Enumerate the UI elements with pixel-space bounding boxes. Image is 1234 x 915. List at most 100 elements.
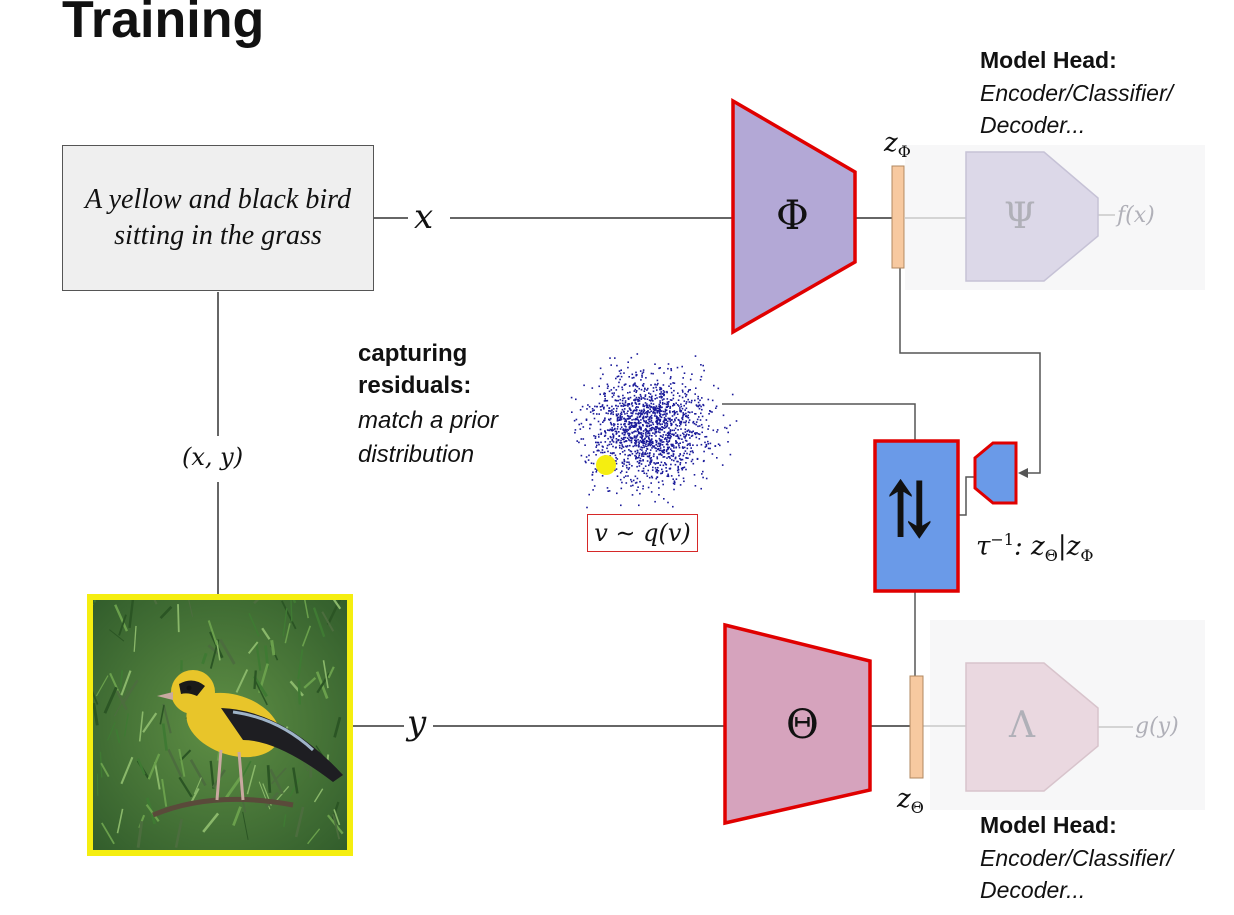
scatter-point xyxy=(647,443,650,445)
scatter-point xyxy=(613,423,615,425)
scatter-point xyxy=(725,427,728,430)
arrowhead-conditioner xyxy=(1018,468,1028,478)
line-sample-flow xyxy=(722,403,916,441)
scatter-point xyxy=(687,417,690,419)
scatter-point xyxy=(658,437,661,440)
grass-blade xyxy=(109,629,125,642)
scatter-point xyxy=(729,424,731,427)
scatter-point xyxy=(609,435,612,438)
scatter-point xyxy=(648,424,651,427)
scatter-point xyxy=(684,409,686,411)
scatter-point xyxy=(604,419,606,421)
scatter-point xyxy=(681,468,684,471)
scatter-point xyxy=(634,482,637,484)
scatter-point xyxy=(635,391,637,393)
scatter-point xyxy=(652,432,654,434)
scatter-point xyxy=(624,420,626,423)
scatter-point xyxy=(617,385,620,388)
scatter-point xyxy=(695,421,698,423)
scatter-point xyxy=(611,429,614,432)
scatter-point xyxy=(688,419,691,421)
scatter-point xyxy=(695,436,698,439)
scatter-point xyxy=(597,449,599,452)
scatter-point xyxy=(666,443,668,445)
scatter-point xyxy=(683,435,685,438)
scatter-point xyxy=(655,386,657,389)
scatter-point xyxy=(639,448,642,451)
scatter-point xyxy=(585,456,588,458)
scatter-point xyxy=(679,422,681,424)
scatter-point xyxy=(701,397,703,399)
scatter-point xyxy=(646,452,649,455)
grass-blade xyxy=(292,600,297,604)
scatter-point xyxy=(686,447,689,450)
scatter-point xyxy=(612,411,614,413)
scatter-point xyxy=(606,383,609,386)
scatter-point xyxy=(623,397,626,399)
scatter-point xyxy=(628,403,631,406)
scatter-point xyxy=(630,450,633,453)
scatter-point xyxy=(666,390,668,393)
scatter-point xyxy=(631,412,634,415)
head-lambda-output: g(y) xyxy=(1135,714,1179,739)
scatter-point xyxy=(642,451,644,454)
scatter-point xyxy=(643,410,646,412)
scatter-point xyxy=(691,450,694,452)
scatter-point xyxy=(638,465,641,467)
scatter-point xyxy=(650,402,652,405)
scatter-point xyxy=(667,501,669,504)
scatter-point xyxy=(658,442,660,445)
scatter-point xyxy=(671,445,674,447)
scatter-point xyxy=(638,432,640,435)
scatter-point xyxy=(638,422,640,425)
scatter-point xyxy=(582,426,585,428)
latent-zphi-label: zΦ xyxy=(884,128,911,161)
scatter-point xyxy=(616,428,619,430)
scatter-point xyxy=(664,425,666,427)
scatter-point xyxy=(634,444,636,447)
scatter-point xyxy=(620,405,622,407)
scatter-point xyxy=(702,476,704,479)
scatter-point xyxy=(676,411,678,413)
scatter-point xyxy=(650,396,653,399)
scatter-point xyxy=(656,423,659,426)
scatter-point xyxy=(579,409,582,411)
scatter-point xyxy=(671,411,674,413)
scatter-point xyxy=(606,404,609,407)
scatter-point xyxy=(619,471,622,474)
scatter-point xyxy=(664,418,666,420)
scatter-point xyxy=(670,419,672,421)
scatter-point xyxy=(613,428,616,430)
scatter-point xyxy=(604,417,606,419)
grass-blade xyxy=(232,806,242,826)
scatter-point xyxy=(623,408,626,410)
scatter-point xyxy=(634,398,636,401)
scatter-point xyxy=(666,446,669,449)
grass-blade xyxy=(93,691,99,705)
scatter-point xyxy=(680,410,682,413)
scatter-point xyxy=(655,419,658,422)
scatter-point xyxy=(694,485,697,487)
scatter-point xyxy=(661,451,664,453)
scatter-point xyxy=(659,452,662,455)
scatter-point xyxy=(650,461,653,463)
scatter-point xyxy=(665,450,668,453)
scatter-point xyxy=(633,424,636,427)
scatter-point xyxy=(673,382,676,384)
scatter-point xyxy=(623,476,625,479)
scatter-point xyxy=(638,441,640,443)
scatter-point xyxy=(633,436,636,439)
scatter-point xyxy=(652,412,655,414)
grass-blade xyxy=(261,627,271,640)
scatter-point xyxy=(696,418,699,421)
scatter-point xyxy=(684,435,687,437)
scatter-point xyxy=(612,429,615,431)
scatter-point xyxy=(675,478,678,480)
scatter-point xyxy=(628,434,630,437)
scatter-point xyxy=(684,392,686,395)
scatter-point xyxy=(638,427,641,429)
scatter-point xyxy=(663,498,665,500)
scatter-point xyxy=(624,430,626,432)
grass-blade xyxy=(153,600,158,605)
scatter-point xyxy=(661,480,664,482)
